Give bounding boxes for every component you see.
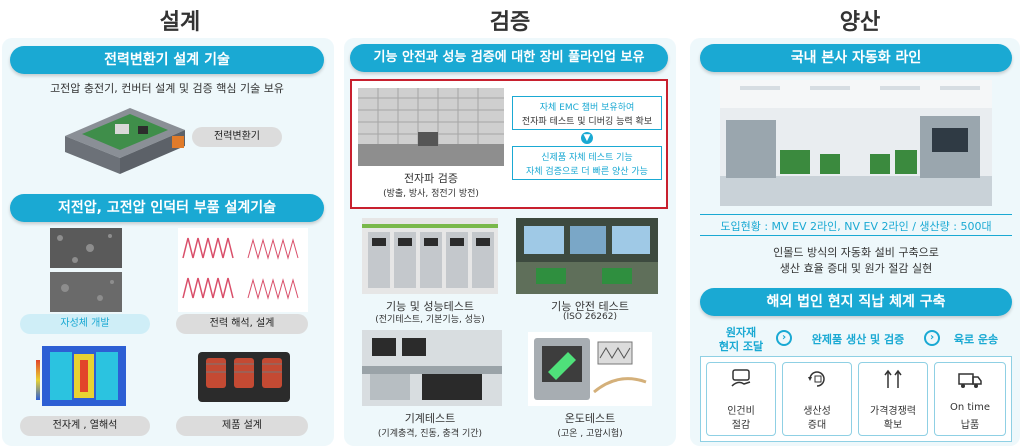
benefit-price-box [858, 362, 928, 436]
thermal-analysis-image [36, 346, 126, 406]
tile-product-design-label: 제품 설계 [176, 416, 308, 436]
verify-pill: 기능 안전과 성능 검증에 대한 장비 풀라인업 보유 [350, 44, 668, 72]
growth-arrows-icon [884, 369, 902, 388]
test-2-title: 기능 안전 테스트 [551, 300, 629, 313]
flow-step-1-line1: 원자재 [725, 326, 757, 339]
test-4-subtitle: (고온 , 고압시험) [557, 429, 623, 439]
benefit-1-line1: 인건비 [727, 406, 755, 417]
down-arrow-icon: ▼ [581, 132, 593, 144]
power-converter-image [65, 108, 185, 174]
mass-desc-line1: 인몰드 방식의 자동화 설비 구축으로 [773, 246, 939, 259]
test-4-title: 온도테스트 [564, 412, 616, 425]
emc-info-box-1 [512, 96, 662, 130]
emc-title: 전자파 검증 [403, 172, 459, 185]
emc-subtitle: (방출, 방사, 정전기 방전) [383, 189, 479, 199]
flow-step-2: 완제품 생산 및 검증 [811, 333, 905, 346]
test-3-title: 기계테스트 [404, 412, 456, 425]
mass-pill-line: 국내 본사 자동화 라인 [700, 44, 1012, 72]
design-pill-inductor: 저전압, 고전압 인덕터 부품 설계기술 [10, 194, 324, 222]
function-test-image [362, 218, 498, 294]
mass-pill-overseas: 해외 법인 현지 직납 체계 구축 [700, 288, 1012, 316]
benefit-2-line1: 생산성 [803, 406, 831, 417]
mass-desc-line2: 생산 효율 증대 및 원가 절감 실현 [779, 262, 933, 275]
design-desc-converter: 고전압 충전기, 컨버터 설계 및 검증 핵심 기술 보유 [50, 82, 284, 95]
test-1-subtitle: (전기테스트, 기본기능, 성능) [375, 315, 485, 325]
converter-label: 전력변환기 [192, 127, 282, 147]
flow-step-1-line2: 현지 조달 [718, 340, 764, 353]
mechanical-test-image [362, 330, 502, 406]
tile-thermal-label: 전자계 , 열해석 [20, 416, 150, 436]
emc-info-box-2 [512, 146, 662, 180]
power-analysis-chart-image [178, 228, 308, 312]
flow-step-3: 육로 운송 [953, 333, 999, 346]
arrow-right-icon: › [776, 330, 792, 346]
section-title-mass: 양산 [839, 10, 881, 35]
emc-info-1-line1: 자체 EMC 챔버 보유하여 [539, 103, 635, 113]
factory-line-image [720, 80, 992, 206]
benefit-3-line2: 확보 [883, 420, 903, 431]
tile-magnetic-label: 자성체 개발 [20, 314, 150, 334]
benefit-3-line1: 가격경쟁력 [870, 406, 916, 417]
emc-info-1-line2: 전자파 테스트 및 디버깅 능력 확보 [521, 117, 653, 127]
design-pill-converter: 전력변환기 설계 기술 [10, 46, 324, 74]
benefit-2-line2: 증대 [807, 420, 827, 431]
status-bar [700, 214, 1012, 236]
section-title-design: 설계 [159, 10, 201, 35]
production-status: 도입현황 : MV EV 2라인, NV EV 2라인 / 생산량 : 500대 [720, 220, 992, 233]
test-2-subtitle: (ISO 26262) [563, 312, 617, 322]
benefit-labor-box [706, 362, 776, 436]
emc-info-2-line2: 자체 검증으로 더 빠른 양산 가능 [526, 167, 648, 177]
benefit-4-line1: On time [950, 402, 990, 413]
benefit-productivity-box [782, 362, 852, 436]
benefit-1-line2: 절감 [731, 420, 751, 431]
test-1-title: 기능 및 성능테스트 [386, 300, 474, 313]
tile-power-analysis-label: 전력 해석, 설계 [176, 314, 308, 334]
safety-test-image [516, 218, 658, 294]
delivery-truck-icon [958, 373, 982, 388]
section-title-verify: 검증 [489, 10, 531, 35]
test-3-subtitle: (기계충격, 진동, 충격 기간) [377, 429, 483, 439]
emc-chamber-image [358, 88, 504, 166]
refresh-gear-icon [808, 371, 825, 387]
product-design-image [198, 352, 290, 402]
temperature-test-image [528, 332, 652, 406]
arrow-right-icon: › [924, 330, 940, 346]
hand-money-icon [731, 369, 751, 387]
emc-info-2-line1: 신제품 자체 테스트 기능 [541, 153, 633, 163]
benefit-4-line2: 납품 [960, 420, 980, 431]
magnetic-material-image [50, 228, 122, 312]
